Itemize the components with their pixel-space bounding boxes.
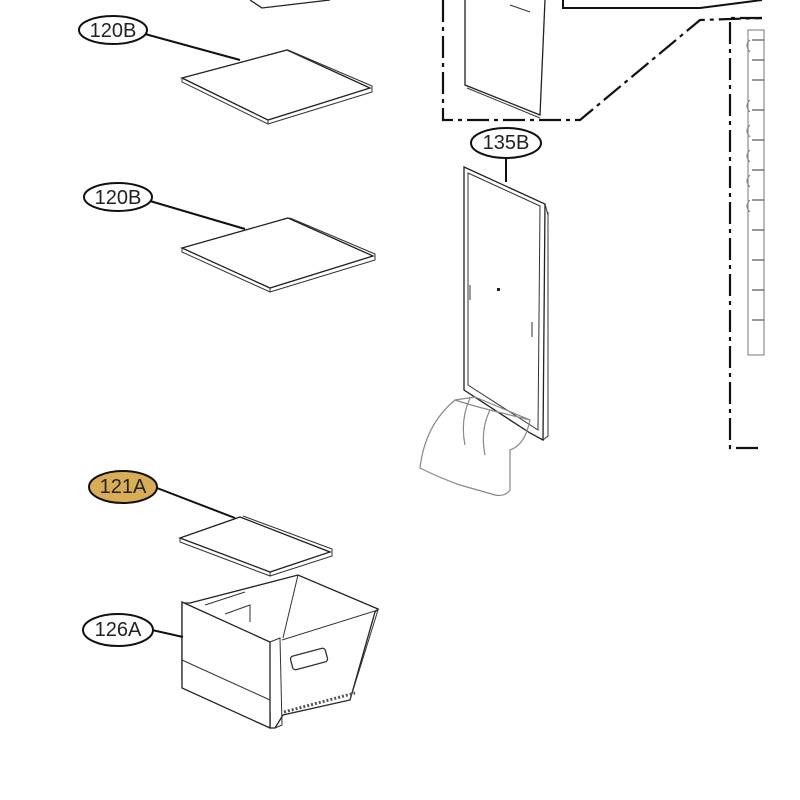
evaporator-coil <box>746 29 765 356</box>
callout-120b-upper[interactable]: 120B <box>78 15 148 45</box>
callout-label: 120B <box>95 187 142 209</box>
callout-label: 120B <box>90 20 137 42</box>
callout-120b-lower[interactable]: 120B <box>83 182 153 212</box>
crisper-drawer-126a <box>151 574 380 730</box>
shelf-121a <box>156 487 333 577</box>
shelf-top-partial <box>249 0 331 9</box>
panel-135b <box>463 158 549 442</box>
detail-box-evaporator <box>728 16 765 450</box>
callout-label: 121A <box>100 476 147 498</box>
callout-126a[interactable]: 126A <box>82 613 154 647</box>
detail-box-top <box>441 0 763 122</box>
callout-121a-highlighted[interactable]: 121A <box>88 470 158 504</box>
shelf-120b-lower <box>149 200 376 293</box>
air-duct <box>419 396 531 497</box>
callout-label: 126A <box>95 619 142 641</box>
callout-label: 135B <box>483 132 530 154</box>
shelf-120b-upper <box>144 33 373 125</box>
callout-135b[interactable]: 135B <box>470 127 542 159</box>
